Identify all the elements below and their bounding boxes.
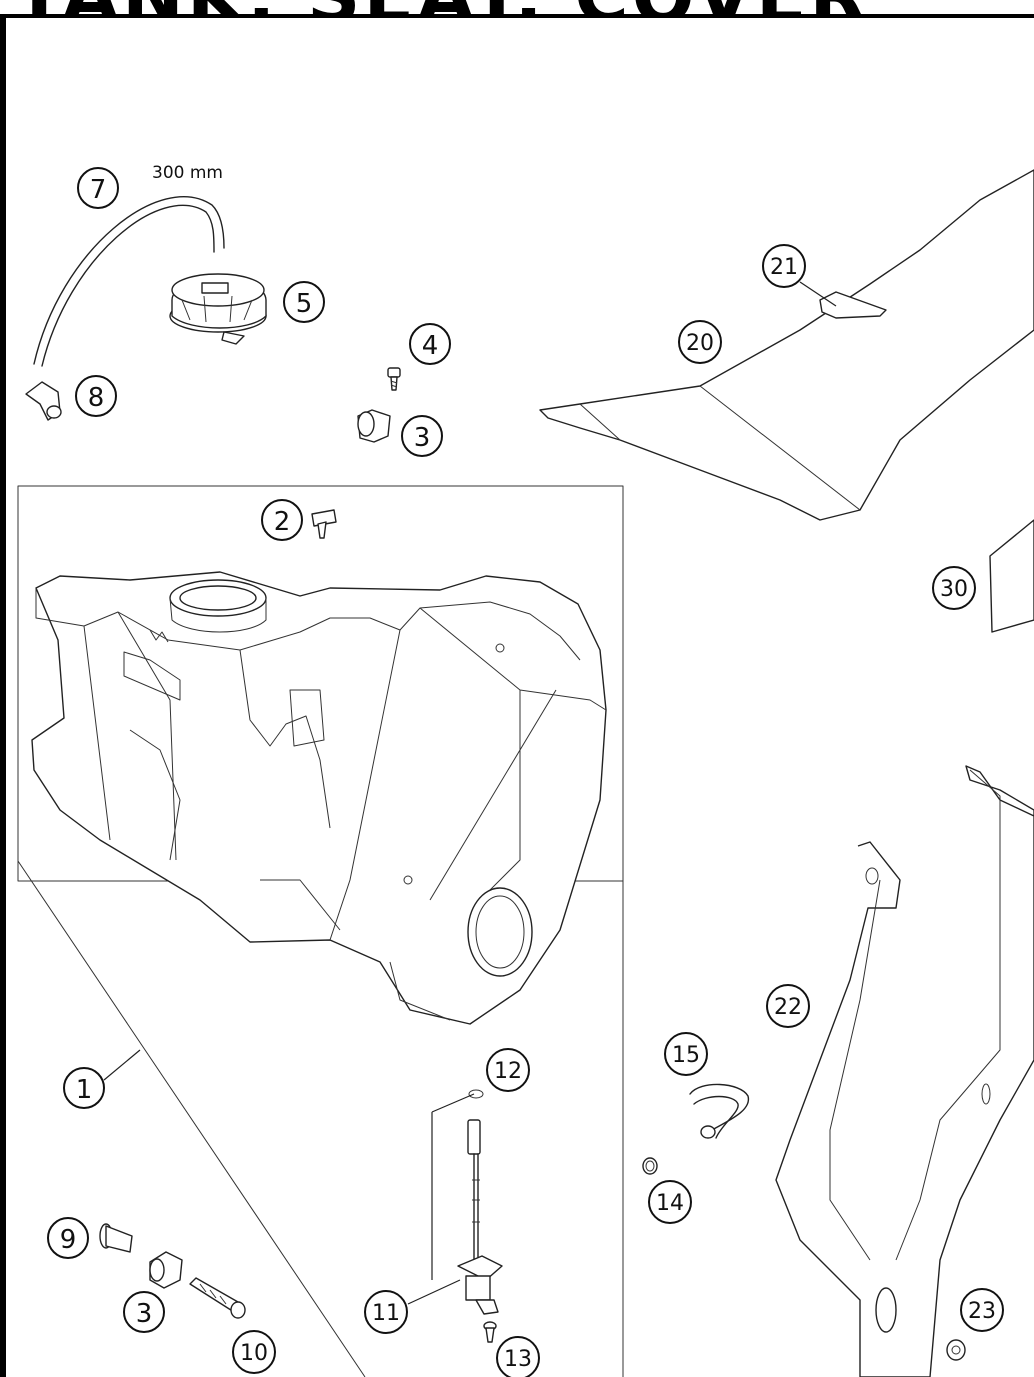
svg-text:22: 22 <box>774 995 802 1020</box>
fuel-cap[interactable] <box>169 273 267 345</box>
page-title-clip: TANK, SEAT, COVER <box>0 0 1034 16</box>
screw-13[interactable] <box>483 1321 497 1343</box>
svg-text:3: 3 <box>136 1299 153 1329</box>
fuel-tap[interactable] <box>457 1119 503 1315</box>
callout-15[interactable]: 15 <box>664 1032 708 1076</box>
callout-5[interactable]: 5 <box>283 281 325 323</box>
svg-text:8: 8 <box>88 383 105 413</box>
fuel-tank[interactable] <box>31 571 607 1025</box>
hose-elbow[interactable] <box>25 381 62 421</box>
leader-1 <box>103 1049 141 1081</box>
callout-11[interactable]: 11 <box>364 1290 408 1334</box>
svg-text:20: 20 <box>686 331 714 356</box>
callout-2[interactable]: 2 <box>261 499 303 541</box>
svg-text:5: 5 <box>296 289 313 319</box>
callout-1[interactable]: 1 <box>63 1067 105 1109</box>
tank-screw[interactable] <box>311 509 337 539</box>
vent-hose[interactable] <box>33 196 225 367</box>
callout-20[interactable]: 20 <box>678 320 722 364</box>
bolt-9[interactable] <box>99 1223 133 1253</box>
callout-9[interactable]: 9 <box>47 1217 89 1259</box>
svg-text:10: 10 <box>240 1341 268 1366</box>
svg-text:9: 9 <box>60 1225 77 1255</box>
leader-21 <box>799 281 837 307</box>
svg-text:30: 30 <box>940 577 968 602</box>
callout-23[interactable]: 23 <box>960 1288 1004 1332</box>
cover-piece[interactable] <box>989 519 1034 633</box>
svg-text:12: 12 <box>494 1059 522 1084</box>
svg-text:15: 15 <box>672 1043 700 1068</box>
screw-4[interactable] <box>387 367 401 391</box>
callout-8[interactable]: 8 <box>75 375 117 417</box>
bolt-10[interactable] <box>189 1277 246 1319</box>
callout-10[interactable]: 10 <box>232 1330 276 1374</box>
svg-text:21: 21 <box>770 255 798 280</box>
svg-text:11: 11 <box>372 1301 400 1326</box>
svg-text:3: 3 <box>414 423 431 453</box>
side-cover[interactable] <box>775 765 1034 1377</box>
callout-30[interactable]: 30 <box>932 566 976 610</box>
callout-21[interactable]: 21 <box>762 244 806 288</box>
spacer-bushing-bottom[interactable] <box>149 1251 183 1289</box>
svg-text:23: 23 <box>968 1299 996 1324</box>
callout-22[interactable]: 22 <box>766 984 810 1028</box>
callout-13[interactable]: 13 <box>496 1336 540 1377</box>
callout-3-bottom[interactable]: 3 <box>123 1291 165 1333</box>
washer-23[interactable] <box>946 1339 966 1361</box>
hose-clamp[interactable] <box>642 1157 658 1175</box>
callout-4[interactable]: 4 <box>409 323 451 365</box>
svg-text:14: 14 <box>656 1191 684 1216</box>
callout-7[interactable]: 7 <box>77 167 119 209</box>
hose-length-label: 300 mm <box>152 163 223 183</box>
seat-strap[interactable] <box>819 291 887 319</box>
callout-3-top[interactable]: 3 <box>401 415 443 457</box>
svg-text:2: 2 <box>274 507 291 537</box>
spacer-bushing-top[interactable] <box>357 409 391 443</box>
leader-11-bracket <box>407 1093 475 1305</box>
tank-assembly-box-bracket <box>17 860 624 1377</box>
o-ring[interactable] <box>468 1089 484 1099</box>
seat[interactable] <box>539 169 1034 521</box>
svg-text:4: 4 <box>422 331 439 361</box>
svg-text:1: 1 <box>76 1075 93 1105</box>
callout-14[interactable]: 14 <box>648 1180 692 1224</box>
callout-12[interactable]: 12 <box>486 1048 530 1092</box>
svg-text:7: 7 <box>90 175 107 205</box>
hose-bend[interactable] <box>689 1083 750 1139</box>
page-title: TANK, SEAT, COVER <box>14 0 869 16</box>
diagram-frame <box>0 14 1034 1377</box>
svg-text:13: 13 <box>504 1347 532 1372</box>
